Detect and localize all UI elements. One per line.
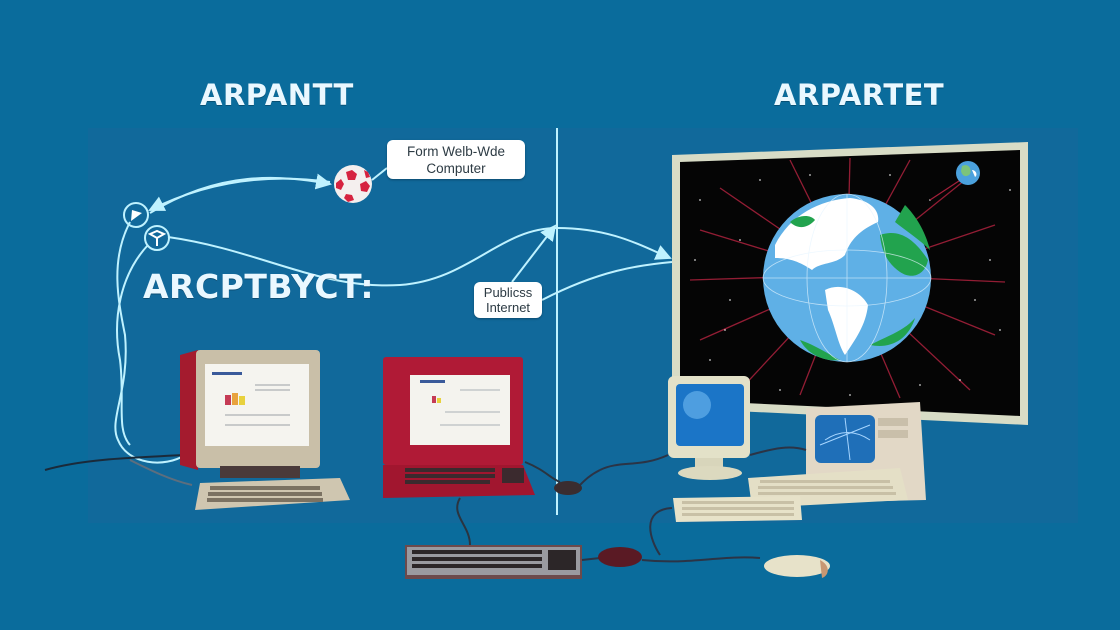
small-earth-icon (929, 161, 980, 201)
earth-globe-icon (762, 193, 932, 363)
callout-world-wide-computer: Form Welb-Wde Computer (387, 140, 525, 179)
title-right: ARPARTET (774, 78, 945, 112)
title-middle: ARCPTBYCT: (143, 267, 375, 306)
dark-mouse (598, 547, 642, 567)
stars (694, 174, 1011, 396)
callout-top-line2: Computer (426, 160, 486, 176)
crt-screen (205, 364, 309, 446)
callout-mid-line1: Publicss (483, 285, 533, 300)
network-node-icon (123, 202, 149, 228)
callout-top-line1: Form Welb-Wde (406, 143, 505, 159)
network-node-cube-icon (144, 225, 170, 251)
dark-keyboard (405, 545, 582, 579)
beige-monitor (668, 376, 750, 480)
soccer-ball-icon (334, 165, 372, 203)
title-left: ARPANTT (200, 78, 354, 112)
callout-public-internet: Publicss Internet (474, 282, 542, 318)
beige-mouse (764, 555, 830, 577)
callout-mid-line2: Internet (485, 300, 531, 315)
terminal-screen (410, 375, 510, 445)
